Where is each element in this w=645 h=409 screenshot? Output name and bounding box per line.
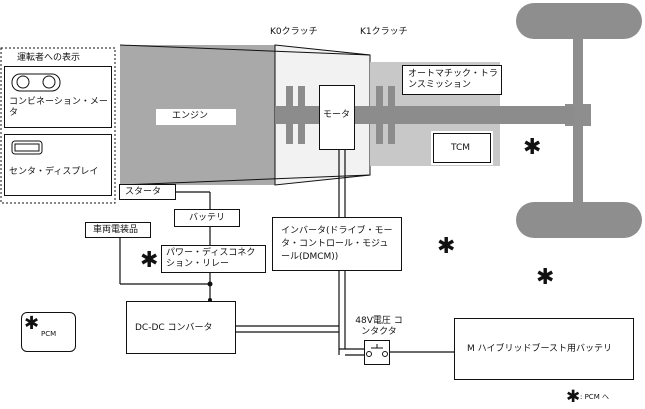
dcdc-converter-label: DC-DC コンバータ: [135, 323, 213, 333]
dcdc-converter-box: DC-DC コンバータ: [126, 301, 236, 354]
pcm-box: ✱ PCM: [21, 312, 76, 352]
k1-clutch-graphic: [376, 86, 395, 144]
connection-lines: [119, 150, 454, 356]
tcm-box: TCM: [431, 131, 493, 165]
center-display-panel: センタ・ディスプレイ: [4, 134, 112, 196]
pcm-asterisk-tcm: ✱: [523, 135, 542, 160]
rear-wheel: [516, 202, 642, 238]
screen-icon: [11, 140, 43, 155]
battery-box: バッテリ: [174, 209, 240, 227]
combination-meter-panel: コンビネーション・メータ: [4, 66, 112, 128]
contactor-48v-label: 48V電圧 コンタクタ: [355, 316, 403, 337]
battery-label: バッテリ: [189, 213, 226, 223]
k0-clutch-graphic: [286, 86, 305, 144]
pcm-asterisk-inverter: ✱: [437, 234, 456, 259]
pcm-asterisk-icon: ✱: [24, 313, 40, 334]
legend-asterisk-icon: ✱: [566, 387, 581, 407]
motor-box: モータ: [319, 85, 355, 150]
gauge-icon: [11, 73, 61, 92]
driver-display-title: 運転者への表示: [17, 53, 81, 63]
k1-clutch-label: K1クラッチ: [360, 27, 408, 37]
inverter-box: インバータ(ドライブ・モータ・コントロール・モジュール(DMCM)): [272, 217, 402, 271]
drivetrain-wheels: [516, 3, 642, 238]
vehicle-electrics-label: 車両電装品: [93, 225, 139, 235]
tcm-label: TCM: [451, 143, 471, 153]
contactor-48v-box: [364, 340, 390, 365]
hybrid-battery-label: M ハイブリッドブースト用バッテリ: [467, 344, 612, 354]
driver-display-group: [0, 47, 116, 204]
motor-label: モータ: [323, 110, 351, 120]
starter-label: スタータ: [125, 187, 162, 197]
pcm-asterisk-relay: ✱: [140, 248, 159, 273]
engine-label-box: エンジン: [156, 109, 236, 125]
vehicle-electrics-box: 車両電装品: [85, 222, 151, 238]
legend-text: : PCM へ: [580, 393, 609, 401]
inverter-label: インバータ(ドライブ・モータ・コントロール・モジュール(DMCM)): [281, 226, 393, 262]
automatic-transmission-box: オートマチック・トランスミッション: [402, 65, 502, 95]
k0-clutch-label: K0クラッチ: [270, 27, 318, 37]
combination-meter-label: コンビネーション・メータ: [9, 97, 108, 118]
switch-icon: [366, 344, 388, 357]
hybrid-battery-box: M ハイブリッドブースト用バッテリ: [454, 318, 634, 380]
center-display-label: センタ・ディスプレイ: [9, 167, 99, 177]
automatic-transmission-label: オートマチック・トランスミッション: [408, 69, 498, 90]
front-wheel: [516, 3, 642, 39]
pcm-label: PCM: [41, 330, 57, 338]
starter-box: スタータ: [119, 184, 176, 200]
engine-label: エンジン: [172, 111, 209, 121]
pcm-asterisk-battery: ✱: [536, 265, 555, 290]
power-disconnection-relay-label: パワー・ディスコネクション・リレー: [166, 248, 256, 269]
power-disconnection-relay-box: パワー・ディスコネクション・リレー: [161, 245, 266, 273]
